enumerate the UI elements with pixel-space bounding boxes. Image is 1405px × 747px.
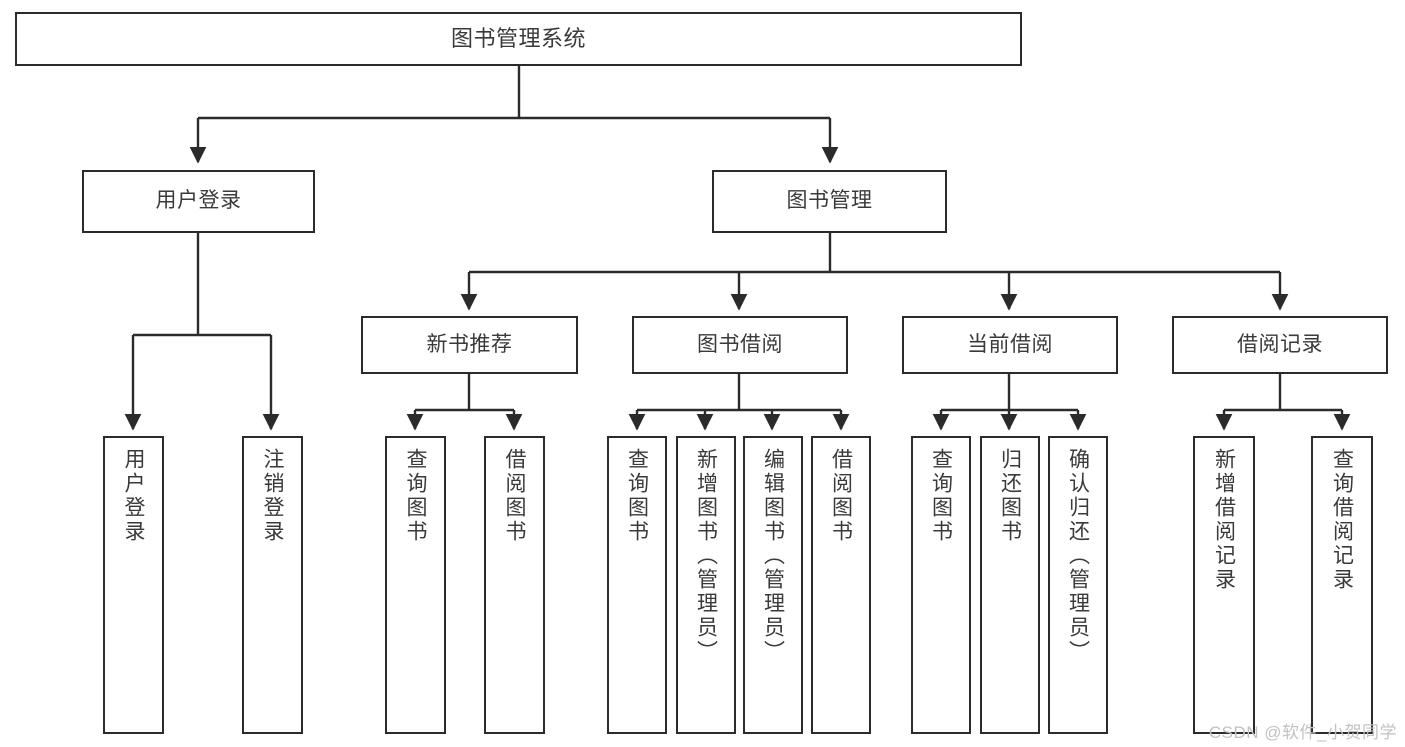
node-label: 查询图书 (625, 448, 649, 544)
node-label: 用户登录 (155, 189, 242, 213)
node-leaf-borrow-book-2[interactable]: 借阅图书 (811, 436, 871, 734)
node-label: 借阅图书 (503, 448, 526, 544)
node-label: 图书借阅 (697, 332, 783, 356)
node-leaf-confirm-return[interactable]: 确认归还（管理员） (1048, 436, 1108, 734)
node-book-borrow[interactable]: 图书借阅 (632, 316, 848, 374)
node-leaf-query-book-2[interactable]: 查询图书 (607, 436, 667, 734)
node-leaf-query-record[interactable]: 查询借阅记录 (1311, 436, 1373, 734)
node-label: 借阅记录 (1237, 332, 1323, 356)
node-label: 注销登录 (261, 448, 284, 544)
node-leaf-add-record[interactable]: 新增借阅记录 (1193, 436, 1255, 734)
node-label: 查询图书 (404, 448, 427, 544)
node-label: 编辑图书（管理员） (761, 448, 785, 664)
node-label: 图书管理 (786, 189, 873, 213)
node-new-book-recommend[interactable]: 新书推荐 (361, 316, 578, 374)
node-user-login[interactable]: 用户登录 (82, 170, 315, 233)
node-leaf-user-login[interactable]: 用户登录 (103, 436, 164, 734)
node-leaf-query-book-3[interactable]: 查询图书 (911, 436, 971, 734)
node-leaf-edit-book[interactable]: 编辑图书（管理员） (743, 436, 803, 734)
node-label: 当前借阅 (967, 332, 1053, 356)
node-label: 图书管理系统 (450, 26, 586, 52)
node-leaf-add-book[interactable]: 新增图书（管理员） (676, 436, 736, 734)
node-label: 确认归还（管理员） (1066, 448, 1090, 664)
node-root-book-management-system[interactable]: 图书管理系统 (15, 12, 1022, 66)
node-leaf-return-book[interactable]: 归还图书 (980, 436, 1040, 734)
node-label: 查询图书 (929, 448, 953, 544)
node-leaf-borrow-book-1[interactable]: 借阅图书 (484, 436, 545, 734)
node-label: 新书推荐 (426, 332, 513, 356)
node-current-borrow[interactable]: 当前借阅 (902, 316, 1118, 374)
node-label: 用户登录 (122, 448, 145, 544)
node-label: 查询借阅记录 (1330, 448, 1354, 592)
node-leaf-query-book-1[interactable]: 查询图书 (385, 436, 446, 734)
node-label: 借阅图书 (829, 448, 853, 544)
node-borrow-record[interactable]: 借阅记录 (1172, 316, 1388, 374)
node-label: 新增图书（管理员） (694, 448, 718, 664)
node-label: 新增借阅记录 (1212, 448, 1236, 592)
node-book-manage[interactable]: 图书管理 (712, 170, 947, 233)
node-leaf-user-logout[interactable]: 注销登录 (242, 436, 303, 734)
csdn-watermark: CSDN @软件_小贺同学 (1208, 723, 1397, 742)
node-label: 归还图书 (998, 448, 1022, 544)
